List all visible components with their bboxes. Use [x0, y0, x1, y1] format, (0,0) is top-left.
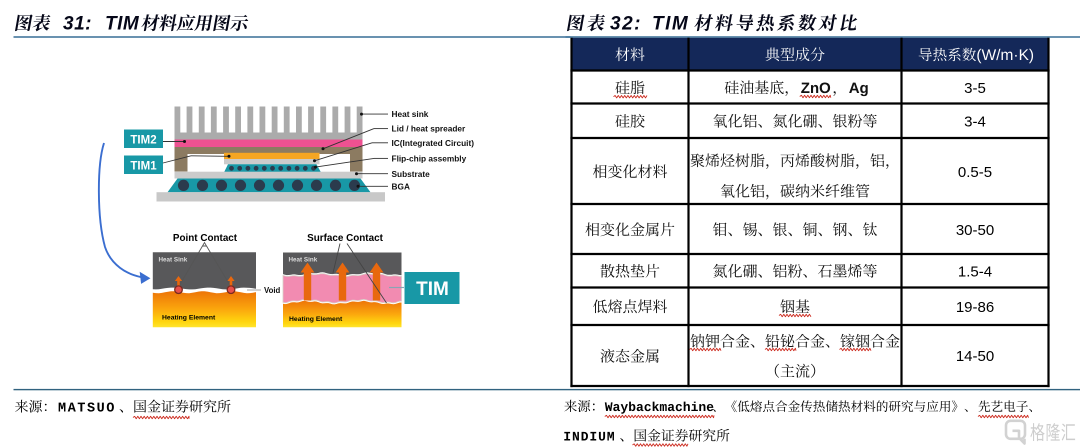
- svg-text:Lid / heat spreader: Lid / heat spreader: [392, 124, 467, 134]
- svg-text:IC(Integrated Circuit): IC(Integrated Circuit): [392, 138, 475, 148]
- svg-text:32:: 32:: [610, 14, 642, 35]
- svg-text:0.5-5: 0.5-5: [958, 164, 992, 181]
- svg-text:Heat sink: Heat sink: [392, 109, 429, 119]
- svg-text:3-5: 3-5: [964, 80, 986, 97]
- svg-text:Heat Sink: Heat Sink: [159, 257, 188, 264]
- svg-text:Heat Sink: Heat Sink: [289, 257, 318, 264]
- svg-text:1.5-4: 1.5-4: [958, 263, 992, 280]
- svg-text:30-50: 30-50: [956, 222, 994, 239]
- svg-text:BGA: BGA: [392, 181, 410, 191]
- svg-text:Substrate: Substrate: [392, 169, 431, 179]
- svg-text:3-4: 3-4: [964, 113, 986, 130]
- svg-text:Point Contact: Point Contact: [173, 233, 238, 244]
- svg-text:Flip-chip assembly: Flip-chip assembly: [392, 154, 467, 164]
- svg-text:19-86: 19-86: [956, 299, 994, 316]
- svg-text:31:: 31:: [63, 14, 92, 35]
- svg-text:TIM: TIM: [416, 279, 449, 300]
- svg-text:Heating Element: Heating Element: [289, 316, 343, 323]
- svg-text:TIM1: TIM1: [130, 160, 157, 172]
- svg-text:TIM2: TIM2: [130, 134, 156, 146]
- svg-text:Surface Contact: Surface Contact: [307, 233, 383, 244]
- svg-text:TIM: TIM: [652, 14, 689, 35]
- svg-text:Void: Void: [264, 286, 281, 295]
- svg-text:14-50: 14-50: [956, 348, 994, 365]
- svg-text:TIM: TIM: [105, 14, 140, 35]
- svg-text:Heating Element: Heating Element: [162, 315, 216, 322]
